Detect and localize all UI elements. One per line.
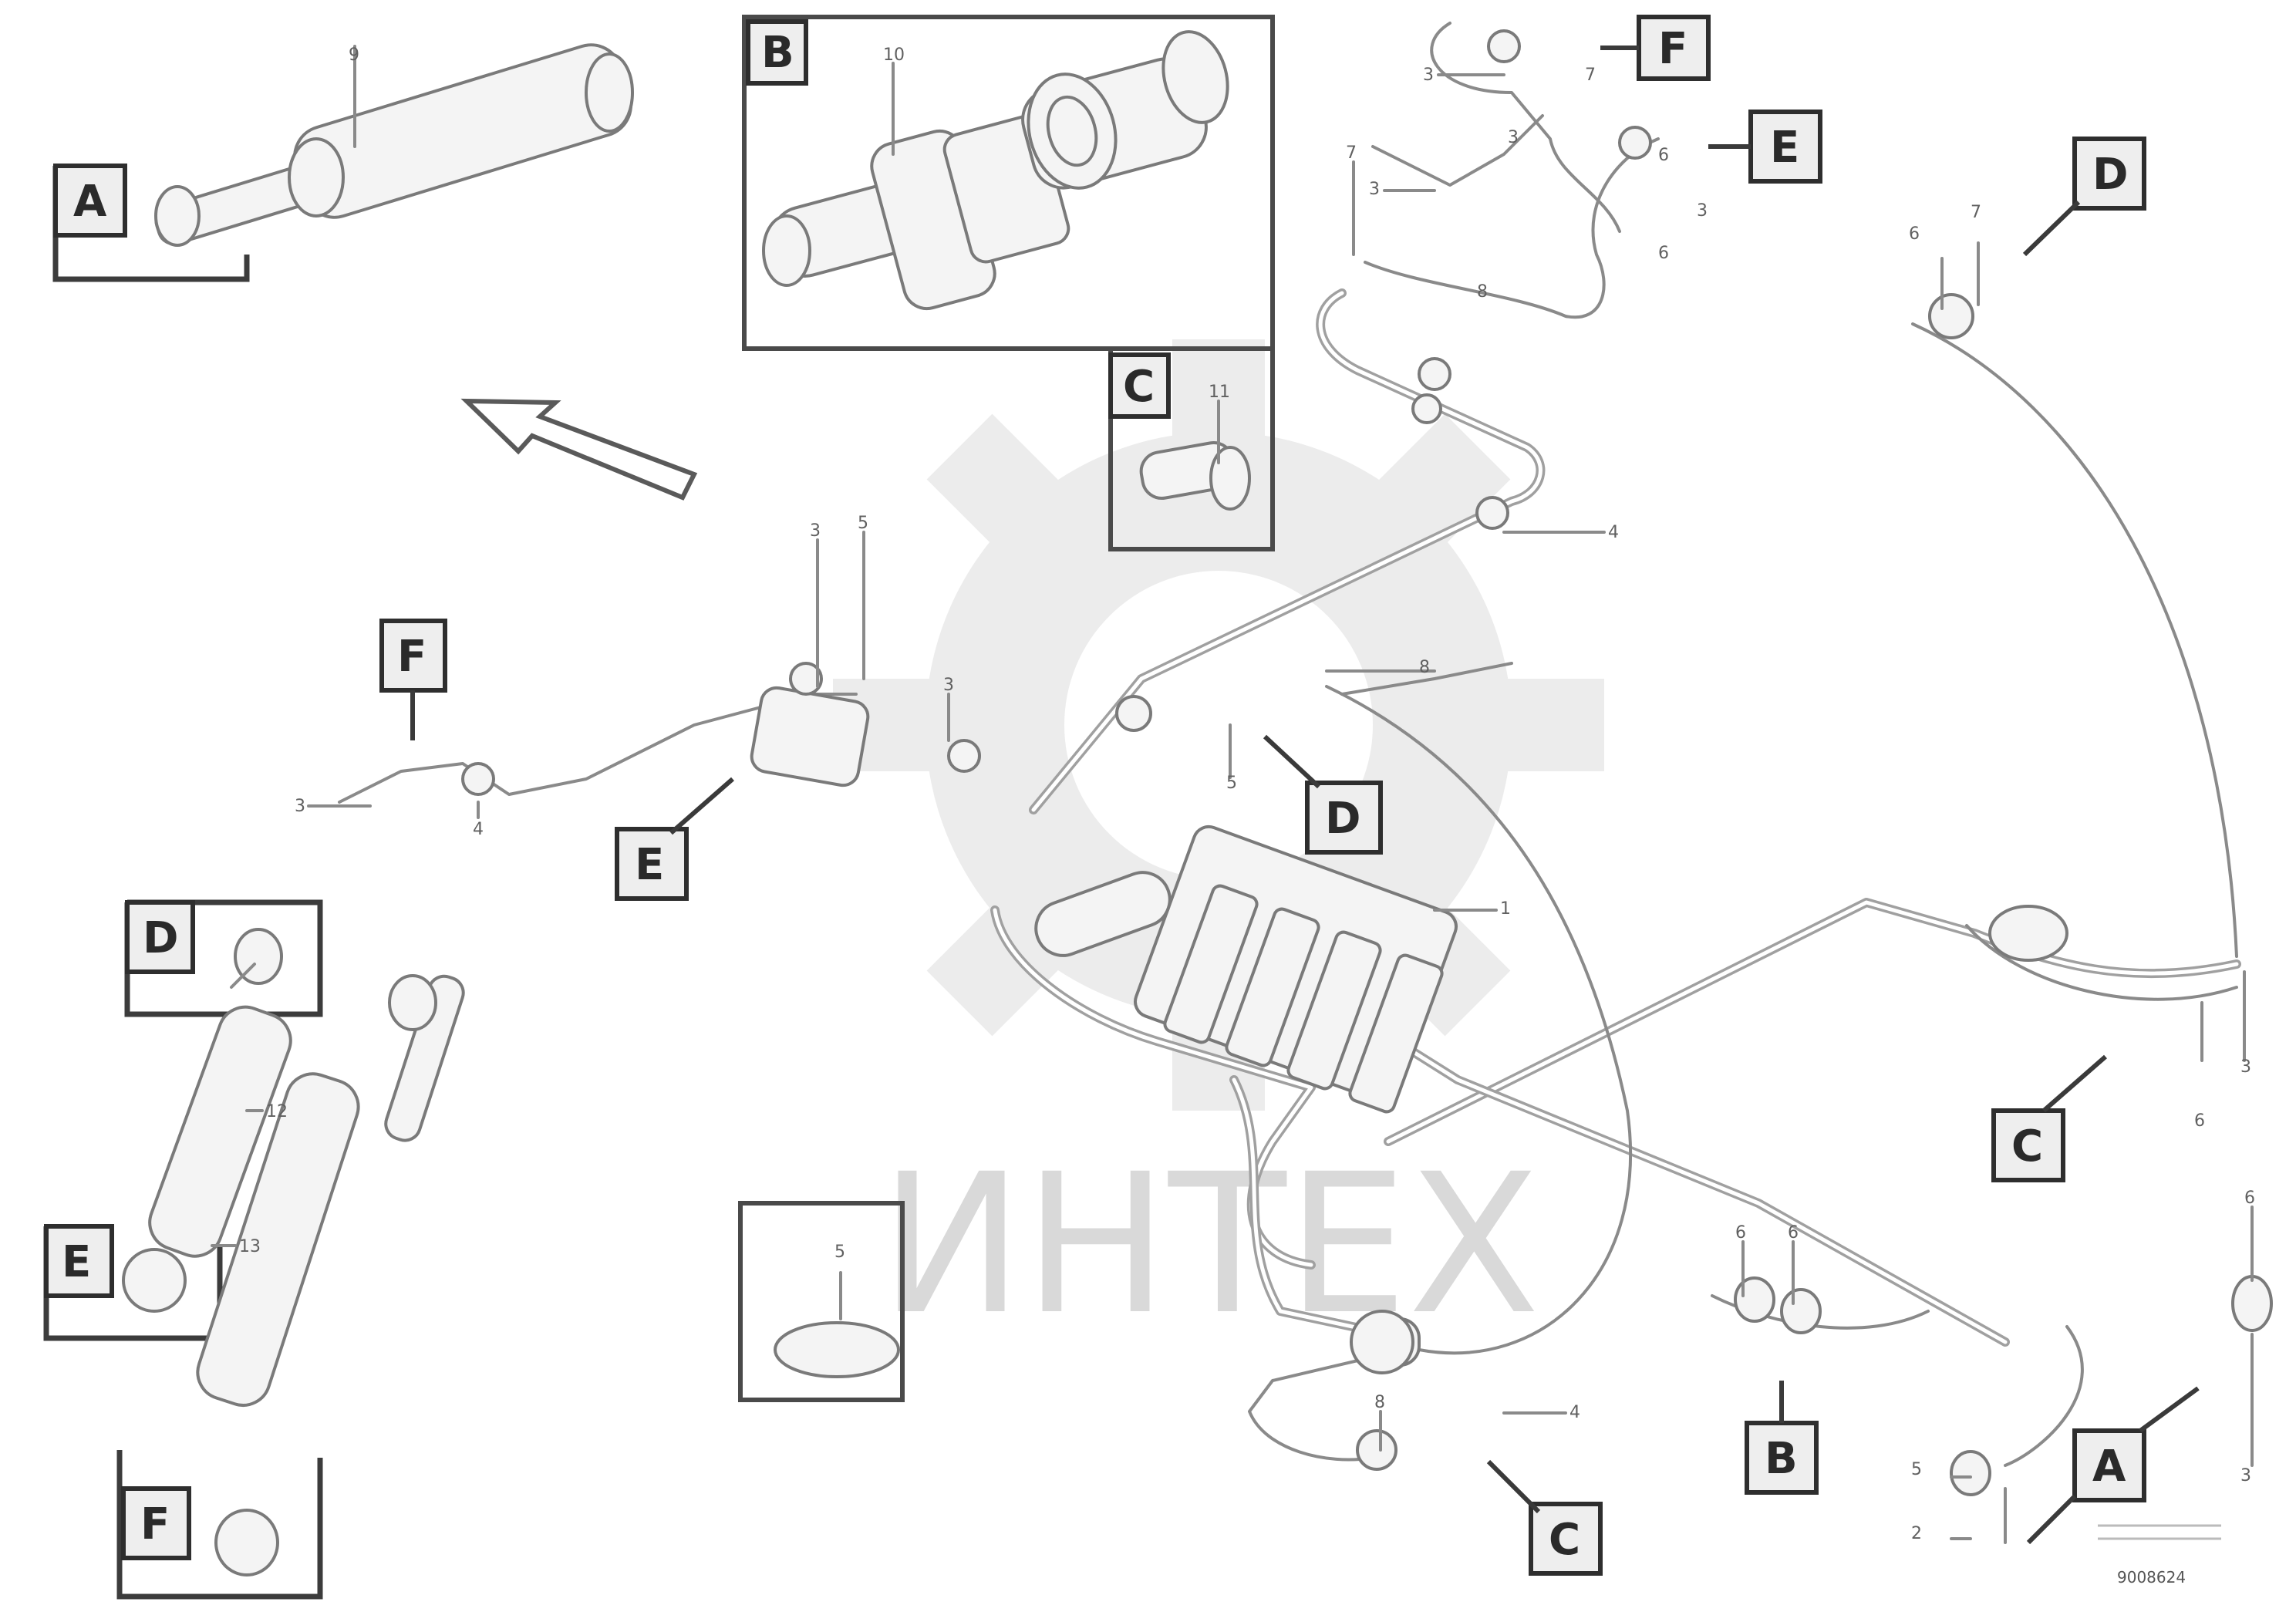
part-number: 6 [1658, 146, 1669, 165]
part-number: 5 [1226, 774, 1237, 793]
svg-text:F: F [397, 632, 426, 682]
svg-text:A: A [73, 177, 107, 227]
callout-a-bottom-right: A [2026, 1386, 2200, 1545]
part-number: 10 [883, 46, 905, 65]
svg-text:F: F [1658, 24, 1687, 74]
callout-f-bottom-left: F [121, 1486, 191, 1560]
svg-text:C: C [2011, 1121, 2043, 1172]
part-number: 8 [1477, 282, 1488, 302]
callout-a-top: A [53, 164, 127, 238]
callout-b-bottom: B [1745, 1381, 1819, 1495]
fittings [461, 29, 2273, 1496]
part-number: 4 [473, 820, 484, 839]
control-valve-block [1034, 824, 1458, 1114]
part-number: 7 [1971, 203, 1981, 222]
o-ring-drawing [774, 1321, 900, 1378]
part-number: 6 [1788, 1223, 1799, 1243]
svg-text:D: D [1325, 794, 1360, 844]
callout-c-bottom: C [1486, 1459, 1603, 1576]
detail-box-b [742, 15, 1275, 351]
callout-c-right: C [1991, 1054, 2107, 1182]
svg-text:B: B [1765, 1434, 1798, 1484]
svg-text:E: E [62, 1237, 91, 1287]
part-number: 2 [1911, 1524, 1922, 1543]
svg-text:D: D [143, 913, 178, 963]
svg-text:C: C [1123, 362, 1155, 412]
part-number: 3 [295, 797, 305, 816]
svg-text:E: E [635, 840, 664, 890]
detail-box-ring [738, 1201, 905, 1402]
part-number: 4 [1569, 1403, 1580, 1422]
part-number: 5 [834, 1243, 845, 1262]
part-number: 5 [858, 514, 868, 533]
svg-text:B: B [761, 28, 794, 78]
callout-e-left: E [44, 1224, 114, 1298]
part-number: 3 [1423, 66, 1434, 85]
cylinder-f-drawing [196, 974, 465, 1576]
callout-e-top: E [1708, 110, 1822, 184]
part-number: 11 [1209, 383, 1230, 402]
part-number: 8 [1419, 658, 1430, 677]
part-number: 3 [810, 521, 821, 541]
part-number: 3 [1697, 201, 1708, 221]
watermark: ИНТЕХ [833, 339, 1604, 1357]
part-number: 3 [2240, 1466, 2251, 1485]
part-number: 1 [1500, 899, 1511, 919]
callout-d-middle: D [1263, 734, 1383, 855]
callout-box-a-top [52, 43, 634, 282]
callouts: A B C F E D F [44, 15, 2200, 1576]
watermark-gear-icon [833, 339, 1604, 1111]
part-numbers: 9 10 11 3 7 7 3 3 6 3 6 8 4 8 5 1 3 5 3 … [239, 46, 2255, 1543]
part-number: 6 [2244, 1189, 2255, 1208]
drawing-reference: 9008624 [2098, 1524, 2221, 1587]
part-number: 3 [943, 676, 954, 695]
part-number: 6 [1658, 244, 1669, 263]
svg-text:D: D [2092, 150, 2128, 200]
callout-d-left: D [125, 900, 195, 974]
part-number: 6 [1735, 1223, 1746, 1243]
part-number: 8 [1374, 1393, 1385, 1412]
callout-c-box: C [1108, 352, 1171, 419]
cylinder-d-e-drawing [122, 928, 292, 1313]
svg-text:C: C [1549, 1515, 1580, 1565]
part-number: 7 [1585, 66, 1596, 85]
svg-text:F: F [140, 1499, 170, 1549]
part-number: 9 [349, 46, 359, 65]
drawing-number: 9008624 [2117, 1568, 2186, 1587]
watermark-text: ИНТЕХ [879, 1132, 1540, 1357]
callout-e-middle: E [615, 777, 734, 901]
detail-box-c [1108, 346, 1275, 551]
part-number-leaders [211, 62, 2254, 1544]
callout-b-top: B [746, 19, 808, 86]
part-number: 7 [1346, 143, 1357, 163]
svg-text:E: E [1770, 123, 1799, 173]
part-number: 3 [1508, 128, 1519, 147]
callout-d-top-right: D [2022, 137, 2146, 257]
part-number: 4 [1608, 523, 1619, 542]
svg-text:A: A [2092, 1442, 2126, 1492]
coupling-assembly-drawing [762, 30, 1229, 311]
part-number: 3 [2240, 1057, 2251, 1077]
cylinder-a-drawing [154, 43, 634, 247]
part-number: 13 [239, 1237, 261, 1256]
part-number: 6 [2194, 1111, 2205, 1131]
part-number: 6 [1909, 224, 1920, 244]
direction-arrow-icon [460, 398, 698, 501]
part-number: 3 [1369, 180, 1380, 199]
callout-f-top: F [1600, 15, 1711, 81]
part-number: 12 [266, 1102, 288, 1121]
fitting-drawing [1139, 440, 1251, 511]
part-number: 5 [1911, 1460, 1922, 1479]
callout-f-left: F [379, 619, 447, 740]
